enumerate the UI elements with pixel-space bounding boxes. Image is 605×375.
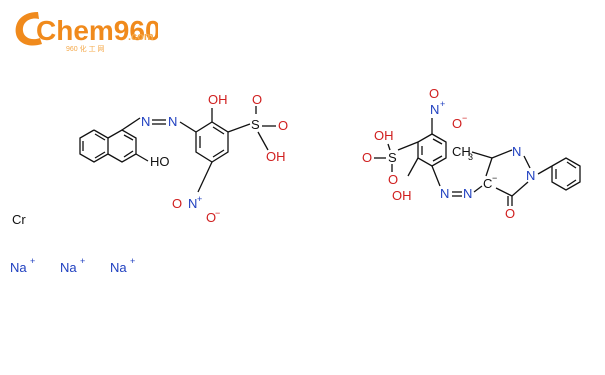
- right-azo-n1-label: N: [440, 186, 449, 201]
- sodium-charge-3: +: [130, 256, 135, 266]
- right-azo-bond-2: [473, 185, 483, 193]
- sodium-ion-1: Na: [10, 260, 27, 275]
- logo-tagline: 960 化 工 网: [66, 44, 105, 52]
- right-azo-n2-label: N: [463, 186, 472, 201]
- methyl-bond: [471, 151, 493, 159]
- right-sulfonyl-oh-bond: [387, 143, 391, 151]
- right-molecule: N + O O − OH S O O OH N N C −: [362, 86, 581, 221]
- right-nitro-o1-label: O: [429, 86, 439, 101]
- phenyl-attach-bond: [537, 165, 553, 175]
- pyrazolone-c5-c4: [495, 187, 513, 197]
- azo-n1-label: N: [141, 114, 150, 129]
- right-sulfonyl-bond: [397, 141, 419, 151]
- naphthalene-ring-b: [107, 129, 137, 163]
- sulfonyl-o2-label: O: [278, 118, 288, 133]
- naphthalene-ring-a: [79, 129, 109, 163]
- naphthol-oh-bond: [135, 153, 149, 162]
- left-molecule: HO N N OH S O O OH N + O O −: [79, 92, 288, 225]
- right-nitro-minus-label: −: [462, 113, 467, 123]
- logo-brand: Chem960: [36, 15, 158, 46]
- pyrazolone-n1-c5: [511, 181, 529, 197]
- right-sulfonyl-o1-label: O: [362, 150, 372, 165]
- sulfonyl-bond: [227, 123, 251, 133]
- ions: Cr Na + Na + Na +: [10, 212, 135, 275]
- nitro-n-label: N: [188, 196, 197, 211]
- sulfonyl-o1-label: O: [252, 92, 262, 107]
- phenyl-ring: [551, 157, 581, 191]
- nitro-o1-label: O: [172, 196, 182, 211]
- right-phenol-oh-bond: [407, 157, 419, 177]
- azo-bond-2: [179, 121, 197, 133]
- right-sulfonyl-oh-label: OH: [374, 128, 394, 143]
- methyl-label: CH: [452, 144, 471, 159]
- naphthol-oh-label: HO: [150, 154, 170, 169]
- phenol-ring-right: [417, 133, 447, 167]
- sodium-charge-1: +: [30, 256, 35, 266]
- right-nitro-n-label: N: [430, 102, 439, 117]
- keto-o-label: O: [505, 206, 515, 221]
- logo-swoosh: [15, 12, 42, 46]
- pyrazolone-n2-n1: [523, 155, 531, 169]
- pyrazolone-c4-c3: [485, 157, 493, 177]
- nitro-plus-label: +: [197, 194, 202, 204]
- phenol-oh-label: OH: [208, 92, 228, 107]
- chromium-label: Cr: [12, 212, 26, 227]
- carbanion-charge-label: −: [492, 173, 497, 183]
- carbanion-label: C: [483, 176, 492, 191]
- azo-bond-1: [121, 117, 141, 131]
- ring-n2-label: N: [526, 168, 535, 183]
- right-sulfonyl-o2-label: O: [388, 172, 398, 187]
- nitro-bond: [197, 161, 213, 193]
- sodium-ion-3: Na: [110, 260, 127, 275]
- sodium-charge-2: +: [80, 256, 85, 266]
- sulfonyl-oh-bond: [257, 131, 269, 151]
- right-nitro-o2-label: O: [452, 116, 462, 131]
- ring-n1-label: N: [512, 144, 521, 159]
- nitro-o2-label: O: [206, 210, 216, 225]
- right-azo-bond-1: [431, 165, 441, 187]
- azo-n2-label: N: [168, 114, 177, 129]
- right-phenol-oh-label: OH: [392, 188, 412, 203]
- nitro-minus-label: −: [215, 208, 220, 218]
- chem960-logo[interactable]: Chem960 .com 960 化 工 网: [8, 4, 161, 53]
- right-nitro-plus-label: +: [440, 99, 445, 109]
- logo-graphic: Chem960 .com 960 化 工 网: [15, 12, 161, 53]
- sulfonyl-s-label: S: [251, 117, 260, 132]
- right-sulfonyl-s-label: S: [388, 150, 397, 165]
- methyl-subscript: 3: [468, 152, 473, 162]
- sulfonyl-oh-label: OH: [266, 149, 286, 164]
- phenol-ring-left: [195, 121, 229, 163]
- sodium-ion-2: Na: [60, 260, 77, 275]
- pyrazolone-c3-n2: [491, 149, 513, 159]
- logo-suffix: .com: [128, 31, 154, 43]
